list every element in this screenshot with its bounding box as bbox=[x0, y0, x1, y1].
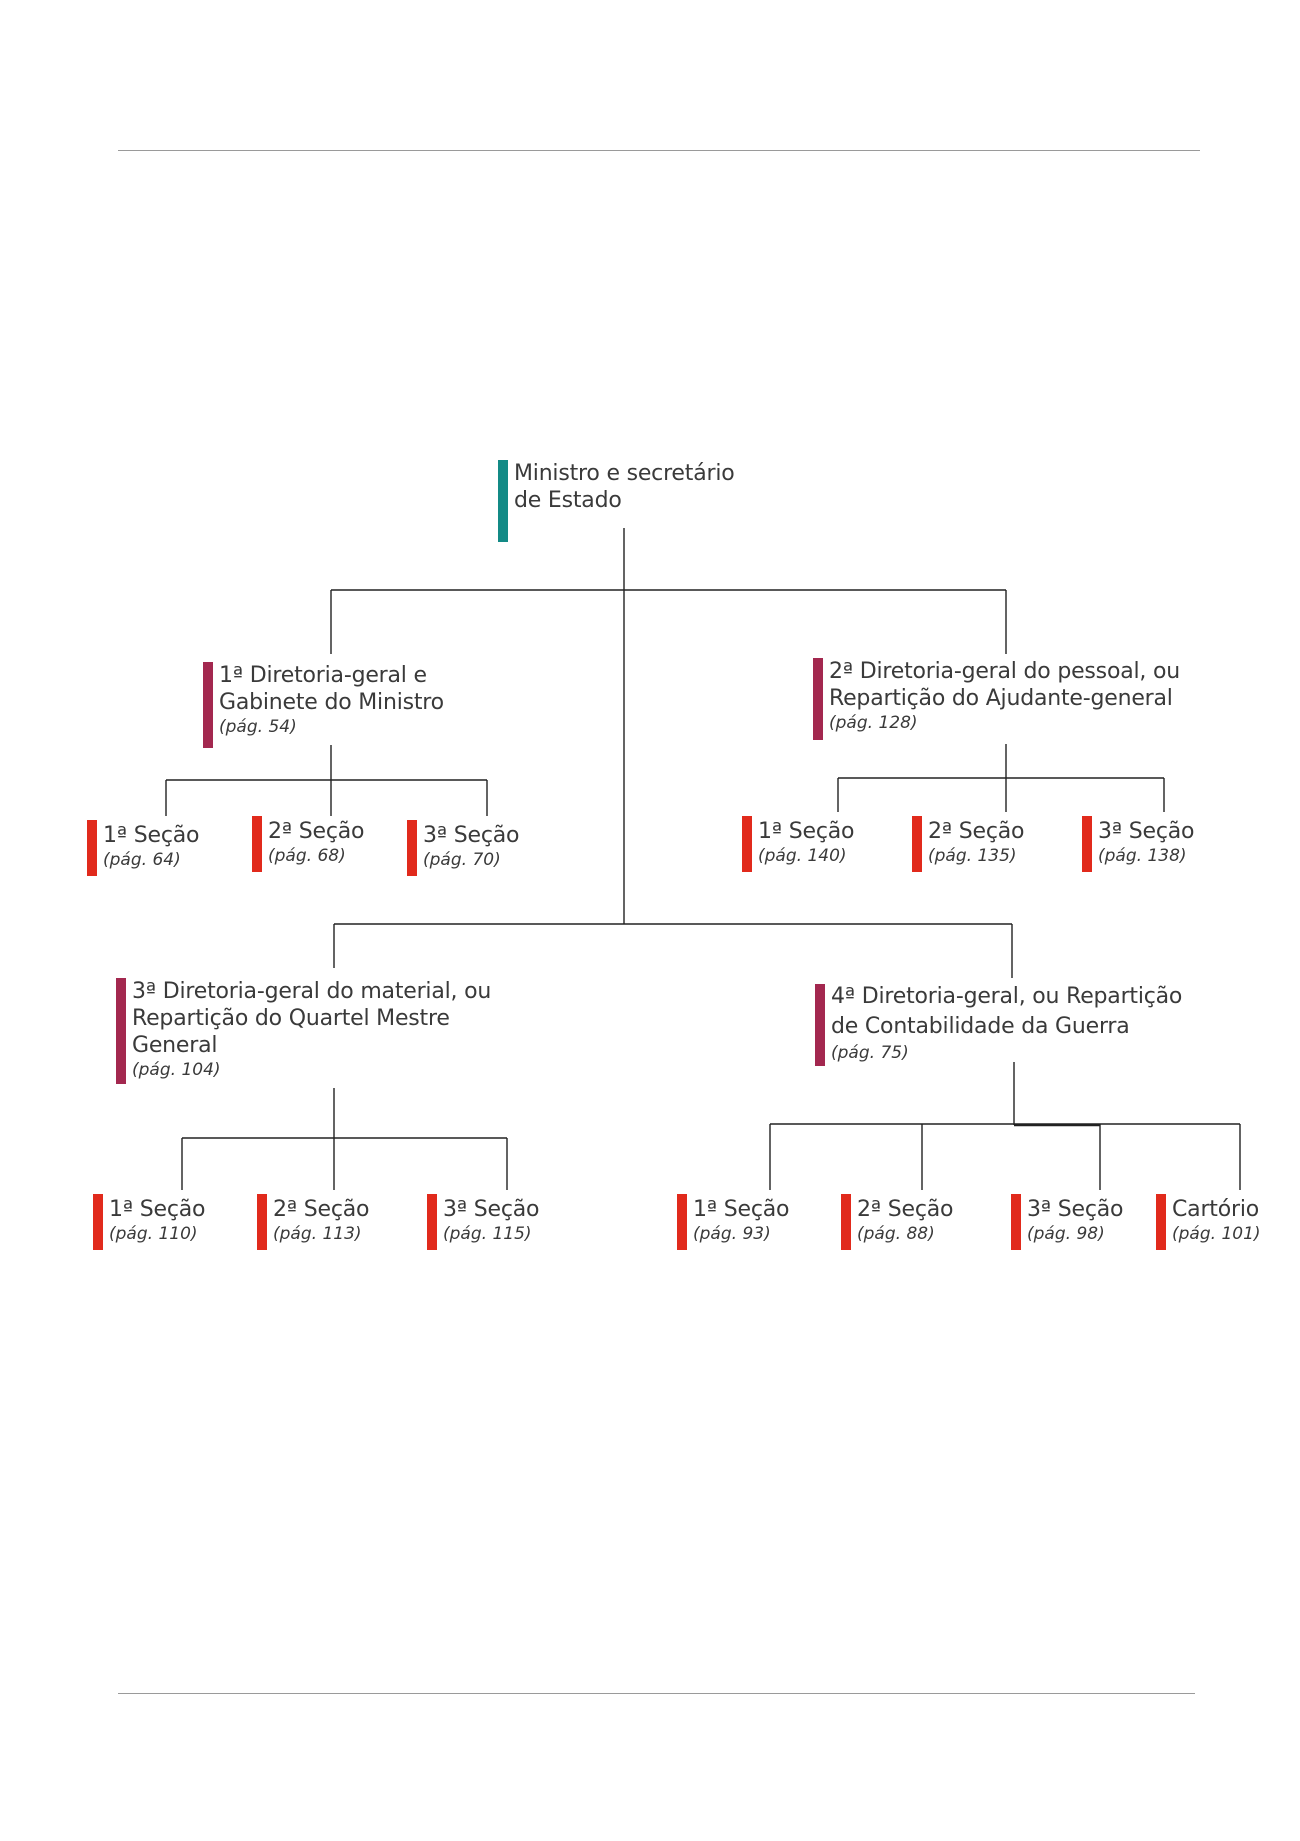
section-color-bar bbox=[1156, 1194, 1166, 1250]
directorate-4-title-line-1: 4ª Diretoria-geral, ou Repartição bbox=[831, 984, 1183, 1009]
section-name: Cartório bbox=[1172, 1197, 1259, 1222]
directorate-1-title-line-1: 1ª Diretoria-geral e bbox=[219, 663, 427, 688]
section-name: 1ª Seção bbox=[103, 823, 200, 848]
section-name: 3ª Seção bbox=[443, 1197, 540, 1222]
section-page-ref: (pág. 93) bbox=[693, 1224, 771, 1244]
section-name: 2ª Seção bbox=[857, 1197, 954, 1222]
section-name: 1ª Seção bbox=[109, 1197, 206, 1222]
bottom-rule bbox=[118, 1693, 1195, 1694]
section-page-ref: (pág. 70) bbox=[423, 850, 501, 870]
section-page-ref: (pág. 140) bbox=[758, 846, 847, 866]
minister-title-line-1: Ministro e secretário bbox=[514, 461, 735, 486]
section-name: 1ª Seção bbox=[758, 819, 855, 844]
directorate-color-bar bbox=[203, 662, 213, 748]
top-rule bbox=[118, 150, 1200, 151]
section-color-bar bbox=[1082, 816, 1092, 872]
section-page-ref: (pág. 110) bbox=[109, 1224, 198, 1244]
section-name: 2ª Seção bbox=[928, 819, 1025, 844]
section-page-ref: (pág. 113) bbox=[273, 1224, 362, 1244]
section-color-bar bbox=[93, 1194, 103, 1250]
section-page-ref: (pág. 135) bbox=[928, 846, 1017, 866]
section-name: 1ª Seção bbox=[693, 1197, 790, 1222]
section-page-ref: (pág. 68) bbox=[268, 846, 346, 866]
section-color-bar bbox=[1011, 1194, 1021, 1250]
section-color-bar bbox=[841, 1194, 851, 1250]
directorate-3-page-ref: (pág. 104) bbox=[132, 1060, 221, 1080]
section-page-ref: (pág. 88) bbox=[857, 1224, 935, 1244]
directorate-color-bar bbox=[116, 978, 126, 1084]
directorate-1-page-ref: (pág. 54) bbox=[219, 717, 297, 737]
section-color-bar bbox=[742, 816, 752, 872]
section-page-ref: (pág. 138) bbox=[1098, 846, 1187, 866]
section-name: 2ª Seção bbox=[273, 1197, 370, 1222]
section-name: 2ª Seção bbox=[268, 819, 365, 844]
section-color-bar bbox=[87, 820, 97, 876]
directorate-3-title-line-3: General bbox=[132, 1033, 218, 1058]
directorate-2-page-ref: (pág. 128) bbox=[829, 713, 918, 733]
section-page-ref: (pág. 101) bbox=[1172, 1224, 1261, 1244]
section-color-bar bbox=[407, 820, 417, 876]
section-name: 3ª Seção bbox=[1027, 1197, 1124, 1222]
section-page-ref: (pág. 98) bbox=[1027, 1224, 1105, 1244]
section-color-bar bbox=[677, 1194, 687, 1250]
section-color-bar bbox=[912, 816, 922, 872]
section-name: 3ª Seção bbox=[1098, 819, 1195, 844]
minister-color-bar bbox=[498, 460, 508, 542]
directorate-color-bar bbox=[813, 658, 823, 740]
directorate-3-title-line-2: Repartição do Quartel Mestre bbox=[132, 1006, 450, 1031]
section-page-ref: (pág. 64) bbox=[103, 850, 181, 870]
section-name: 3ª Seção bbox=[423, 823, 520, 848]
directorate-1-title-line-2: Gabinete do Ministro bbox=[219, 690, 444, 715]
directorate-4-page-ref: (pág. 75) bbox=[831, 1043, 909, 1063]
directorate-3-title-line-1: 3ª Diretoria-geral do material, ou bbox=[132, 979, 492, 1004]
section-color-bar bbox=[252, 816, 262, 872]
directorate-4-title-line-2: de Contabilidade da Guerra bbox=[831, 1014, 1130, 1039]
minister-title-line-2: de Estado bbox=[514, 488, 622, 513]
section-page-ref: (pág. 115) bbox=[443, 1224, 532, 1244]
section-color-bar bbox=[257, 1194, 267, 1250]
directorate-color-bar bbox=[815, 984, 825, 1066]
directorate-2-title-line-1: 2ª Diretoria-geral do pessoal, ou bbox=[829, 659, 1180, 684]
directorate-2-title-line-2: Repartição do Ajudante-general bbox=[829, 686, 1173, 711]
section-color-bar bbox=[427, 1194, 437, 1250]
